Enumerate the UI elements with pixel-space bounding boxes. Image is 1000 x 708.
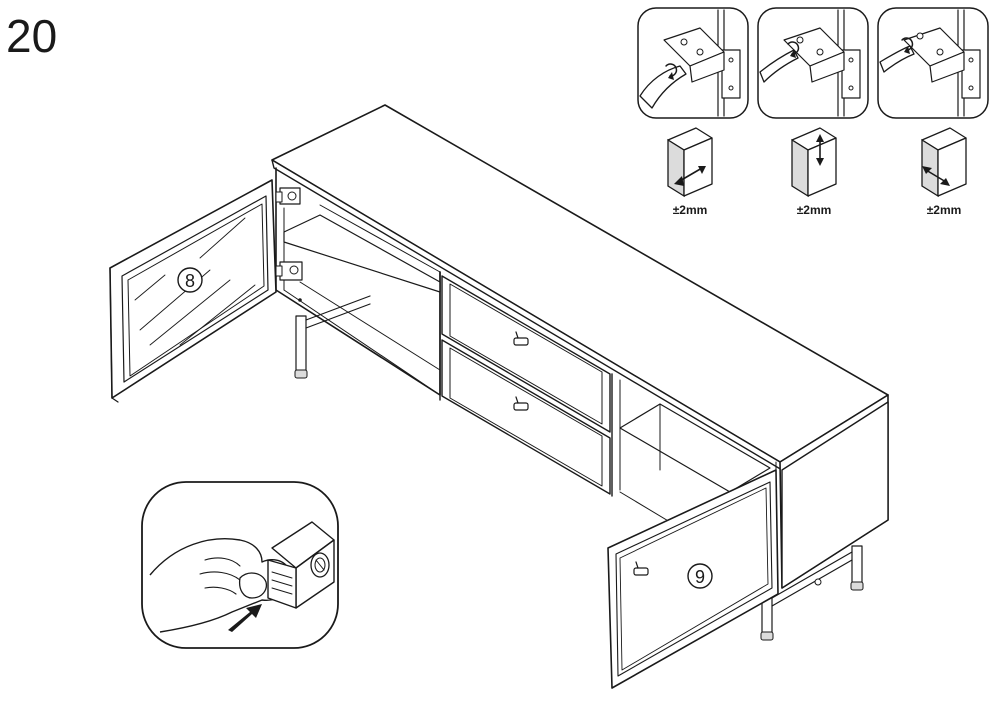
adjustment-panel-3 — [877, 7, 989, 119]
drawer-knob-bottom — [513, 396, 529, 411]
adjust-cube-vertical — [791, 127, 837, 198]
adjustment-panel-2 — [757, 7, 869, 119]
hinge-upper — [275, 187, 301, 205]
adjust-label-1: ±2mm — [673, 203, 708, 217]
leg-back-right — [850, 545, 864, 591]
door-right: 9 — [607, 469, 779, 689]
step-number: 20 — [6, 10, 57, 62]
push-arrow — [228, 604, 262, 632]
screwdriver-2 — [759, 49, 799, 83]
hinge-clip — [267, 559, 297, 609]
hinge-lower — [275, 261, 303, 281]
screwdriver-1 — [639, 65, 687, 109]
adjust-label-2: ±2mm — [797, 203, 832, 217]
leg-front-left — [294, 315, 308, 379]
adjustment-panel-1 — [637, 7, 749, 119]
drawer-bottom — [441, 339, 611, 495]
right-side-face — [781, 401, 889, 589]
callout-9: 9 — [695, 567, 705, 587]
adjust-label-3: ±2mm — [927, 203, 962, 217]
door-left-glass: 8 — [109, 179, 277, 403]
adjust-cube-depth — [921, 127, 967, 198]
drawer-knob-top — [513, 331, 529, 346]
hand — [149, 538, 291, 633]
hinge-clip-detail — [141, 481, 339, 649]
callout-8-circle — [177, 267, 203, 293]
thumb — [238, 572, 268, 599]
door-right-knob — [633, 561, 649, 576]
drawer-top — [441, 275, 611, 433]
callout-9-circle — [687, 563, 713, 589]
adjust-cube-horizontal — [667, 127, 713, 198]
tv-cabinet — [271, 104, 889, 641]
callout-8: 8 — [185, 271, 195, 291]
right-shelf — [619, 403, 771, 493]
